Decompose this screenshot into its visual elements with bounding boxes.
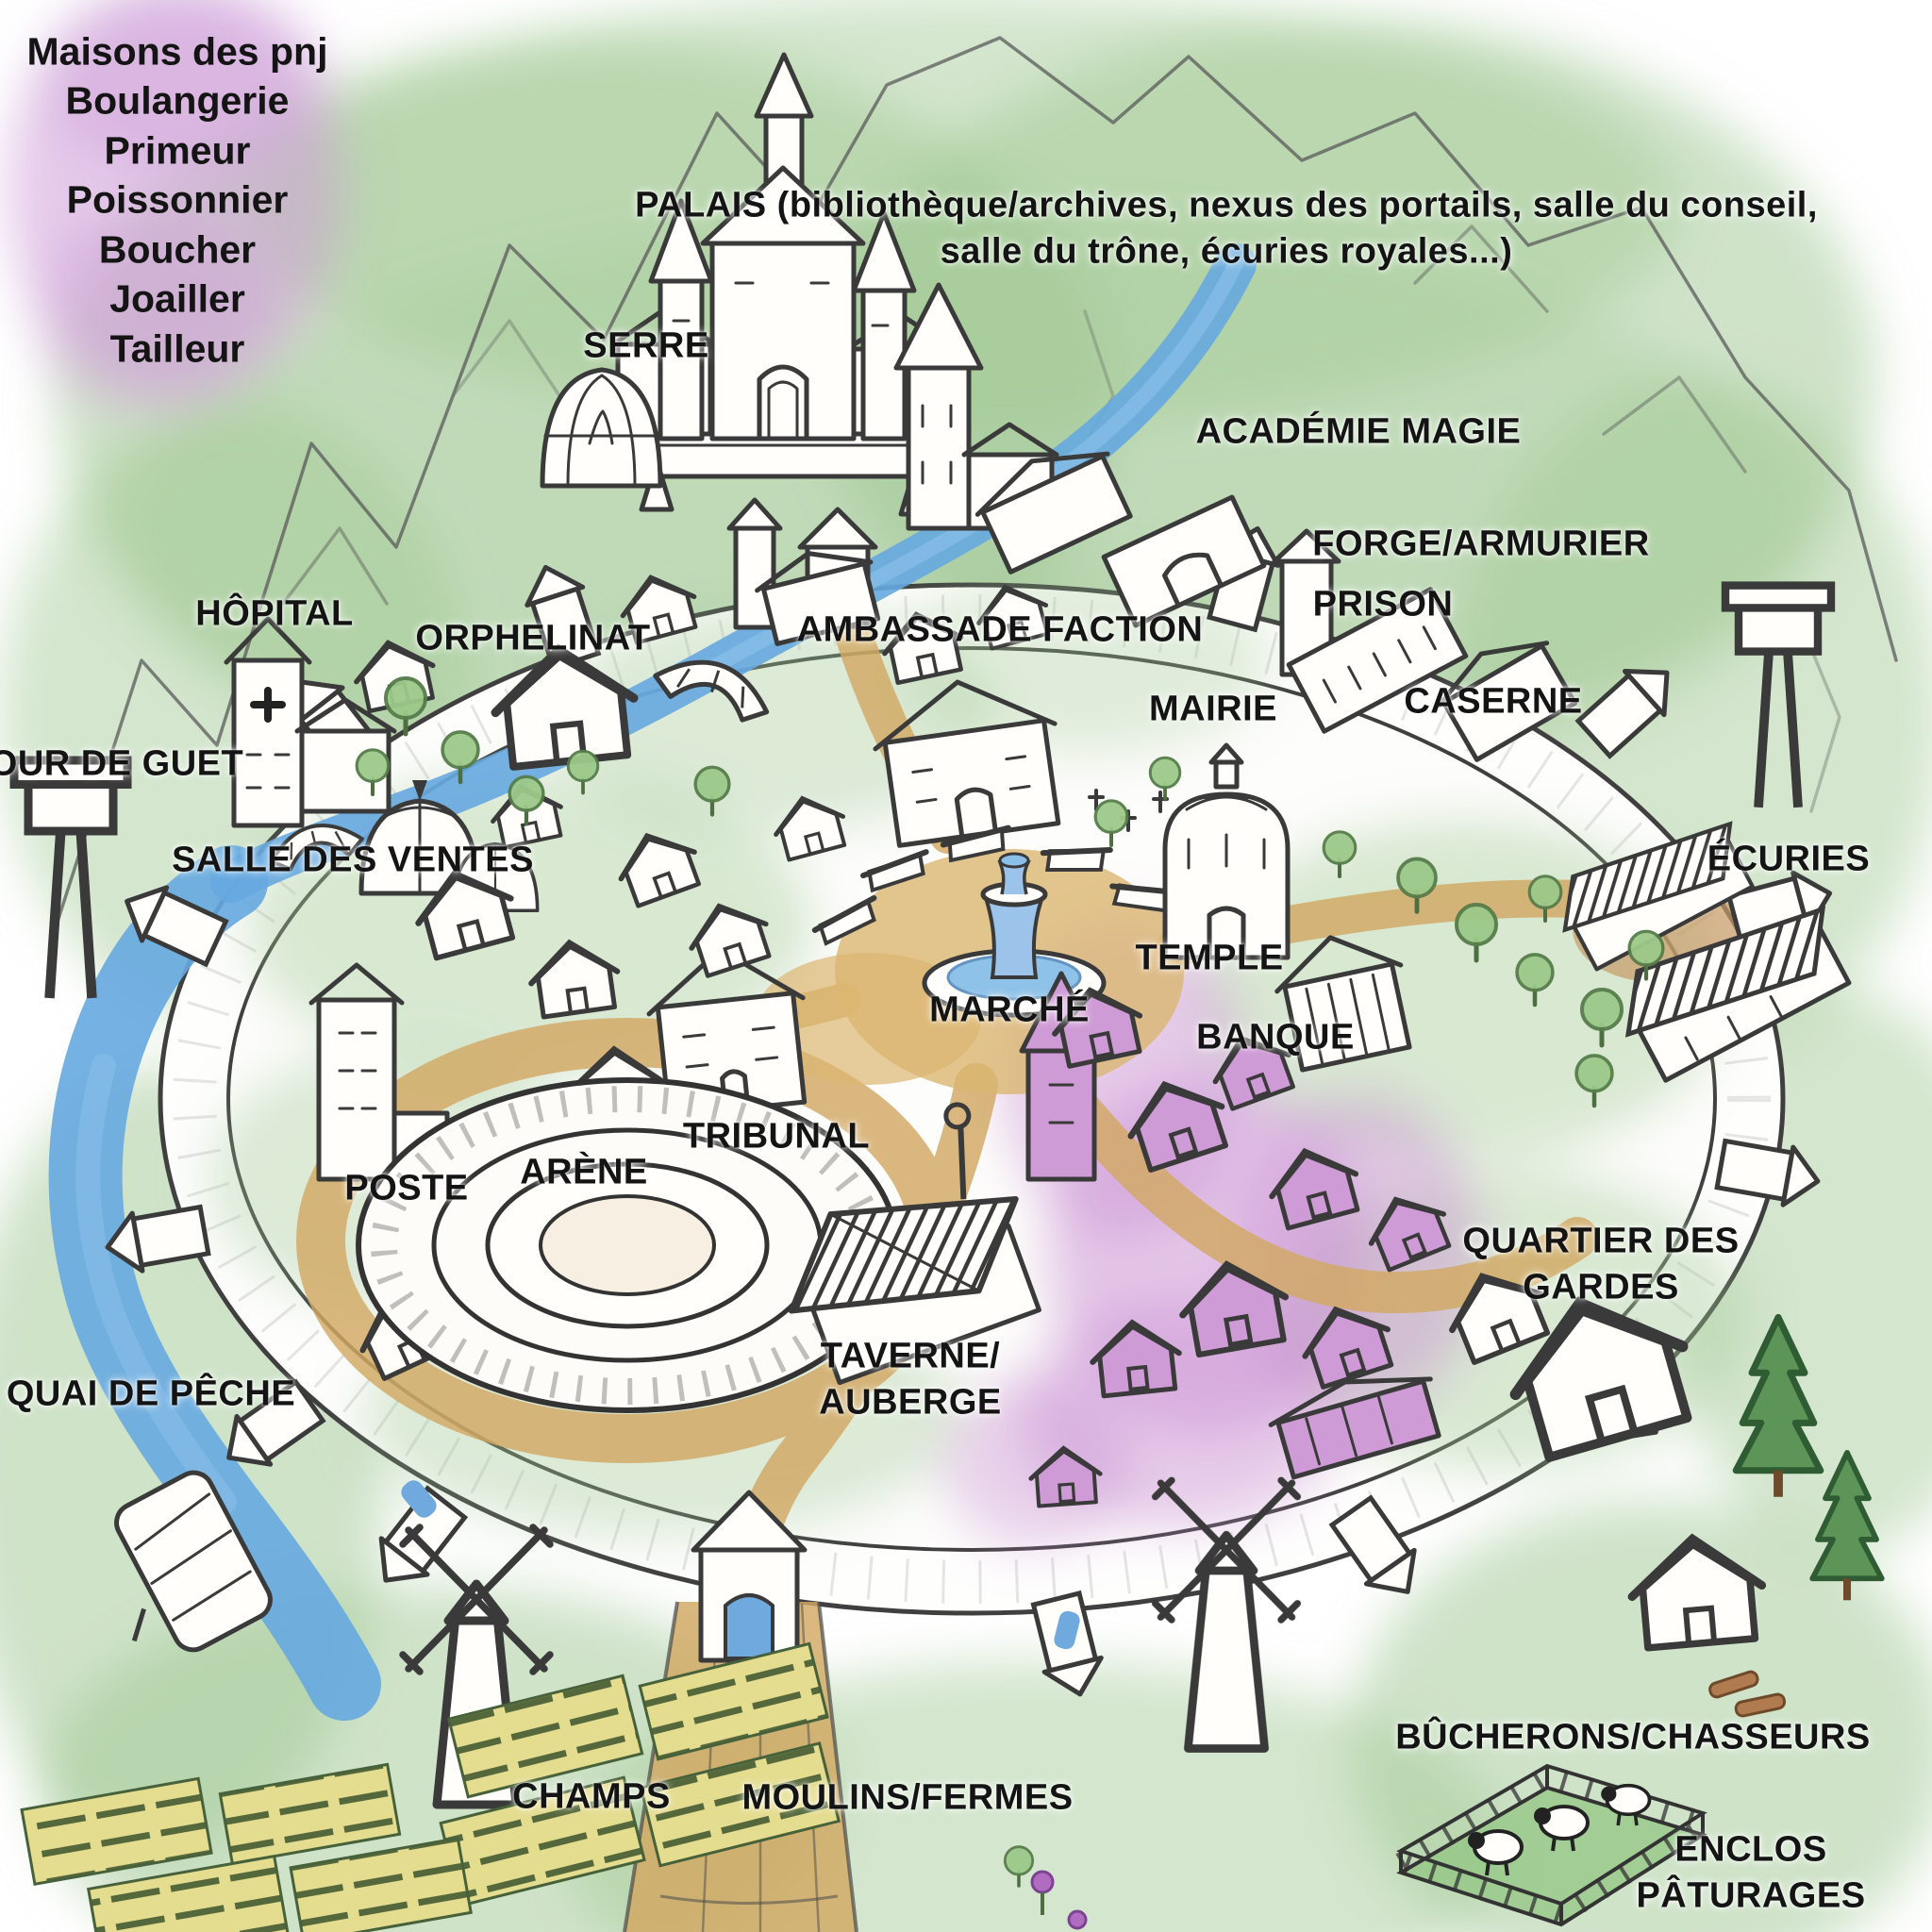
palace — [601, 52, 980, 517]
lumberjack-camp — [1627, 1317, 1882, 1718]
label-mairie: MAIRIE — [1149, 689, 1277, 729]
label-ecuries: ÉCURIES — [1707, 839, 1871, 879]
label-marche: MARCHÉ — [929, 990, 1090, 1030]
npc-district — [1019, 971, 1456, 1507]
label-palais: PALAIS (bibliothèque/archives, nexus des… — [635, 185, 1818, 271]
temple — [1162, 742, 1291, 960]
label-orphelinat: ORPHELINAT — [415, 618, 651, 658]
label-hopital: HÔPITAL — [195, 593, 354, 634]
legend-npc-houses: Maisons des pnj Boulangerie Primeur Pois… — [27, 26, 328, 373]
forge-prison-caserne-row — [974, 451, 1577, 762]
embassy — [726, 497, 881, 646]
fields-west — [20, 1762, 473, 1932]
legend-line: Joailler — [109, 276, 245, 321]
fishing-boat — [114, 1470, 273, 1653]
label-quartier-des-gardes: QUARTIER DES GARDES — [1462, 1221, 1740, 1307]
label-poste: POSTE — [344, 1168, 469, 1208]
label-moulins-fermes: MOULINS/FERMES — [741, 1777, 1074, 1818]
legend-line: Boulangerie — [65, 78, 290, 123]
sheep-pen — [1375, 1763, 1728, 1927]
label-tribunal: TRIBUNAL — [682, 1116, 871, 1157]
label-prison: PRISON — [1312, 584, 1454, 625]
stables — [1562, 821, 1852, 1083]
label-champs: CHAMPS — [512, 1776, 671, 1817]
label-taverne-auberge: TAVERNE/ AUBERGE — [819, 1336, 1002, 1422]
legend-line: Boucher — [98, 227, 257, 272]
arena — [356, 1077, 899, 1413]
legend-line: Tailleur — [109, 326, 245, 371]
label-academie-magie: ACADÉMIE MAGIE — [1195, 411, 1522, 452]
south-gatehouse — [691, 1490, 808, 1663]
label-temple: TEMPLE — [1135, 938, 1284, 978]
label-enclos-paturages: ENCLOS PÂTURAGES — [1636, 1829, 1866, 1915]
legend-line: Poissonnier — [66, 177, 289, 222]
legend-blob — [7, 0, 342, 415]
legend-line: Primeur — [104, 128, 251, 173]
label-serre: SERRE — [583, 325, 709, 366]
greenhouse-serre — [540, 367, 663, 489]
water-gate — [1054, 1610, 1080, 1650]
mountain-outlines — [55, 36, 1898, 926]
label-quai-de-peche: QUAI DE PÊCHE — [6, 1374, 296, 1414]
hospital — [224, 616, 397, 828]
water-gate — [401, 1480, 437, 1518]
label-salle-des-ventes: SALLE DES VENTES — [172, 840, 534, 880]
label-ambassade-faction: AMBASSADE FACTION — [796, 609, 1204, 650]
label-arene: ARÈNE — [520, 1152, 648, 1192]
fields-main — [439, 1641, 841, 1907]
label-banque: BANQUE — [1196, 1017, 1355, 1058]
label-caserne: CASERNE — [1404, 681, 1583, 722]
flowers — [1003, 1844, 1088, 1930]
bank — [1274, 935, 1412, 1073]
tavern — [788, 1102, 1041, 1386]
wall-towers — [103, 521, 1838, 1701]
legend-line: Maisons des pnj — [26, 29, 328, 74]
label-bucherons-chasseurs: BÛCHERONS/CHASSEURS — [1395, 1717, 1871, 1757]
label-forge-armurier: FORGE/ARMURIER — [1312, 524, 1650, 564]
